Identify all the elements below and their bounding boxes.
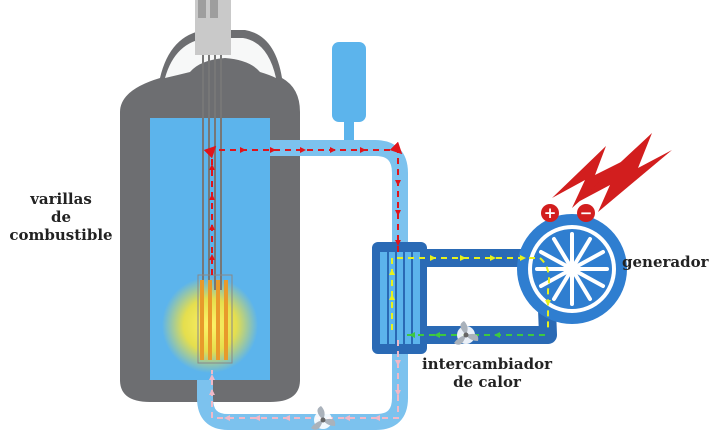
heat-exchanger-label-line2: de calor bbox=[453, 373, 521, 391]
fuel-rods bbox=[197, 274, 233, 364]
generator bbox=[517, 214, 627, 324]
generator-label: generador bbox=[622, 253, 709, 271]
heat-exchanger bbox=[372, 242, 427, 354]
svg-text:−: − bbox=[580, 204, 593, 222]
svg-text:+: + bbox=[544, 204, 557, 222]
lightning-bolt-icon bbox=[552, 133, 672, 212]
primary-cold-flow-arrows bbox=[209, 360, 401, 421]
pressurizer bbox=[332, 42, 366, 142]
secondary-hot-flow-arrows bbox=[389, 255, 551, 306]
plus-icon: + bbox=[541, 204, 559, 222]
primary-hot-flow-arrows bbox=[209, 147, 401, 260]
heat-exchanger-label-line1: intercambiador bbox=[421, 355, 552, 373]
heat-exchanger-label: intercambiador de calor bbox=[412, 355, 562, 391]
secondary-hot-flow bbox=[391, 257, 550, 330]
fuel-rods-label: varillas de combustible bbox=[2, 190, 120, 244]
fuel-rods-label-line3: combustible bbox=[9, 226, 113, 244]
fuel-rods-label-line2: de bbox=[50, 208, 72, 226]
fuel-rods-label-line1: varillas bbox=[30, 190, 92, 208]
minus-icon: − bbox=[577, 204, 595, 222]
secondary-cold-flow-arrows bbox=[409, 332, 500, 338]
control-rods bbox=[195, 0, 231, 290]
pump-fan-icon bbox=[311, 406, 336, 430]
primary-hot-flow bbox=[203, 141, 403, 275]
pump-fan-icon bbox=[454, 321, 479, 345]
